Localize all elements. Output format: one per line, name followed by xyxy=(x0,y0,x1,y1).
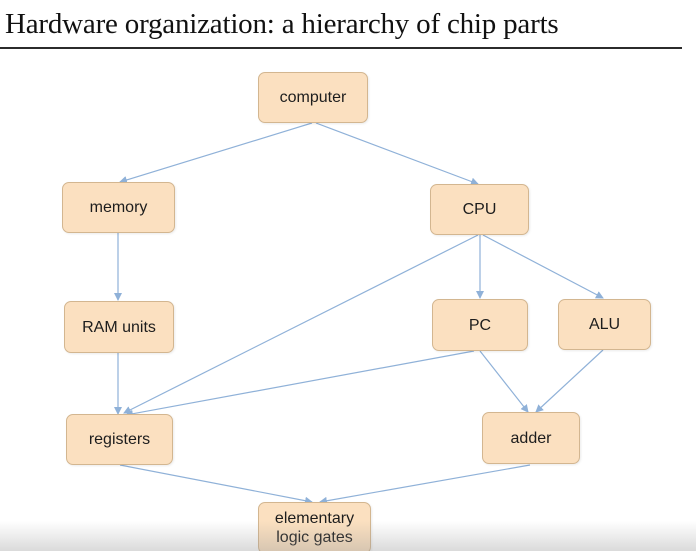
node-gates-label-line1: elementary xyxy=(274,510,355,527)
arrow-registers-to-gates xyxy=(119,464,313,505)
node-pc: PC xyxy=(432,299,528,351)
node-adder-label: adder xyxy=(510,429,552,447)
slide-title: Hardware organization: a hierarchy of ch… xyxy=(5,8,559,40)
arrow-computer-to-memory xyxy=(119,122,313,184)
node-gates-label-line2: logic gates xyxy=(276,529,353,546)
node-registers-label: registers xyxy=(88,431,151,448)
arrow-cpu-to-registers xyxy=(123,234,479,414)
node-ram-units-label: RAM units xyxy=(82,318,156,336)
arrow-adder-to-gates xyxy=(319,464,531,505)
node-ram-units: RAM units xyxy=(64,301,174,353)
node-registers: registers xyxy=(66,414,173,465)
node-computer-label: computer xyxy=(279,89,347,106)
arrow-cpu-to-alu xyxy=(482,234,604,299)
node-memory: memory xyxy=(62,182,175,233)
node-alu-label: ALU xyxy=(588,316,621,333)
node-alu: ALU xyxy=(558,299,651,350)
arrow-pc-to-registers xyxy=(125,350,475,418)
node-computer: computer xyxy=(258,72,368,123)
arrow-pc-to-adder xyxy=(479,350,529,413)
node-adder: adder xyxy=(482,412,580,464)
node-pc-label: PC xyxy=(468,316,492,334)
title-underline xyxy=(0,47,682,49)
node-cpu: CPU xyxy=(430,184,529,235)
node-cpu-label: CPU xyxy=(462,201,497,218)
node-elementary-logic-gates: elementary logic gates xyxy=(258,502,371,551)
arrow-computer-to-cpu xyxy=(315,122,479,186)
arrow-alu-to-adder xyxy=(535,349,604,413)
node-memory-label: memory xyxy=(89,199,148,216)
